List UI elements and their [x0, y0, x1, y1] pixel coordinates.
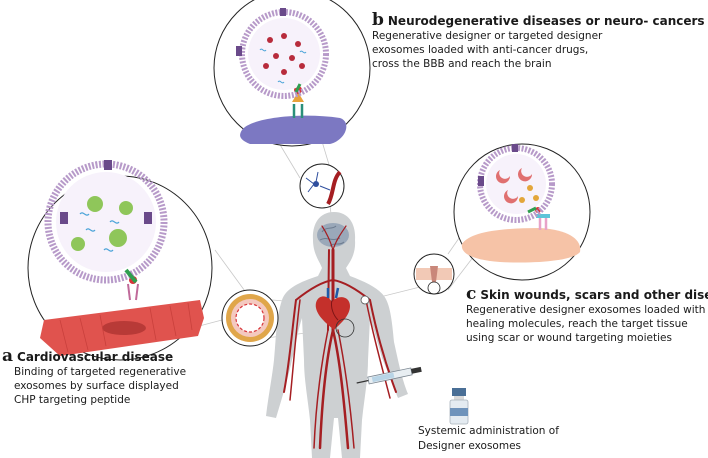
panel-c-line-3: using scar or wound targeting moieties — [466, 332, 672, 344]
human-body — [266, 212, 408, 458]
panel-c-heading: Skin wounds, scars and other diseases — [480, 288, 708, 302]
heart-icon — [315, 287, 350, 330]
syringe-icon — [356, 366, 422, 385]
panel-c-line-2: healing molecules, reach the target tiss… — [466, 318, 688, 330]
panel-b-line-3: cross the BBB and reach the brain — [372, 58, 552, 70]
panel-b-heading: Neurodegenerative diseases or neuro- can… — [387, 14, 705, 28]
administration-line-2: Designer exosomes — [418, 440, 522, 452]
zoom-circle-b — [213, 0, 371, 147]
panel-a-letter: a — [2, 346, 14, 366]
panel-b-letter: b — [372, 10, 384, 30]
exosome-icon — [236, 8, 329, 99]
administration-line-1: Systemic administration of — [418, 425, 559, 437]
neuron-cell-surface — [240, 115, 347, 144]
administration-caption: Systemic administration of Designer exos… — [418, 424, 559, 454]
neuron-icon — [299, 163, 345, 209]
zoom-circle-a — [27, 160, 213, 361]
exosome-icon — [477, 144, 555, 223]
panel-a-line-1: Binding of targeted regenerative — [14, 366, 187, 378]
target-marker-heart — [335, 318, 355, 338]
panel-a-line-2: exosomes by surface displayed — [14, 380, 179, 392]
vial-icon — [449, 388, 469, 425]
panel-b-line-2: exosomes loaded with anti-cancer drugs, — [372, 44, 589, 56]
target-marker-skin — [360, 295, 370, 305]
panel-b-line-1: Regenerative designer or targeted design… — [372, 30, 603, 42]
exosome-icon — [44, 160, 168, 284]
panel-c-line-1: Regenerative designer exosomes loaded wi… — [466, 304, 706, 316]
panel-a-heading: Cardiovascular disease — [17, 350, 174, 364]
blood-vessel-cross-section — [221, 289, 279, 347]
skin-section-icon — [413, 253, 455, 295]
panel-a-line-3: CHP targeting peptide — [14, 394, 131, 406]
zoom-circle-c — [453, 143, 591, 281]
skin-tissue — [461, 228, 581, 263]
panel-c-letter: c — [466, 284, 477, 304]
